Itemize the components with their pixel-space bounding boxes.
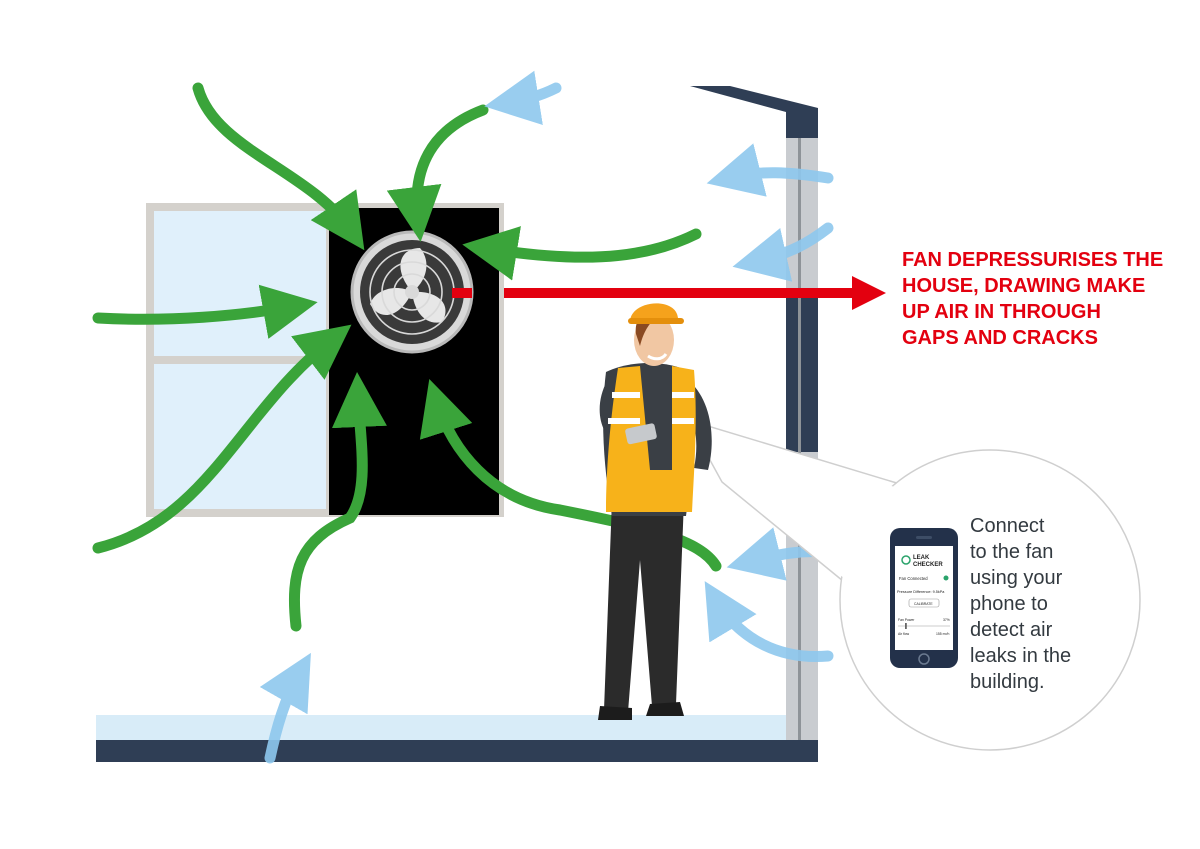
roof xyxy=(690,86,818,138)
phone-logo-line1: LEAK xyxy=(913,555,930,561)
fan-power-label: Fan Power xyxy=(898,618,915,622)
wall-pillar-light xyxy=(786,138,818,293)
headline-line: GAPS AND CRACKS xyxy=(902,327,1098,349)
floor-slab xyxy=(96,740,818,762)
window-pane-top xyxy=(154,211,326,356)
green-arrow xyxy=(462,226,702,281)
bubble-line: to the fan xyxy=(970,541,1054,563)
green-arrow xyxy=(386,104,489,242)
bubble-line: leaks in the xyxy=(970,645,1072,667)
fan-blades-icon xyxy=(370,248,446,323)
worker-legs xyxy=(604,500,684,712)
blue-airflow-arrows xyxy=(259,70,834,764)
phone-pressure: Pressure Difference: 9.5kPa xyxy=(897,590,945,594)
bubble-line: detect air xyxy=(970,619,1053,641)
bubble-line: building. xyxy=(970,671,1045,693)
green-arrow xyxy=(419,379,722,572)
green-arrow xyxy=(288,372,387,632)
blue-arrow xyxy=(706,143,834,197)
phone-logo-line2: CHECKER xyxy=(913,562,943,568)
headline-line: UP AIR IN THROUGH xyxy=(902,301,1101,323)
green-arrow xyxy=(192,82,365,251)
fan-power-value: 37% xyxy=(943,618,950,622)
tablet xyxy=(625,423,657,445)
bubble-caption: Connect to the fan using your phone to d… xyxy=(970,513,1100,695)
green-airflow-arrows xyxy=(92,82,722,632)
bubble-line: Connect xyxy=(970,515,1045,537)
blue-arrow xyxy=(259,652,311,764)
blue-arrow xyxy=(704,581,834,662)
hard-hat-icon xyxy=(630,303,680,322)
green-arrow xyxy=(92,284,318,339)
bubble-line: using your xyxy=(970,567,1063,589)
exhaust-arrow xyxy=(452,276,886,310)
calibrate-button[interactable] xyxy=(908,598,940,608)
headline: FAN DEPRESSURISES THE HOUSE, DRAWING MAK… xyxy=(902,247,1182,351)
phone: LEAK CHECKER Fan Connected Pressure Diff… xyxy=(890,528,958,668)
headline-line: HOUSE, DRAWING MAKE xyxy=(902,275,1146,297)
building xyxy=(96,86,818,762)
status-dot-icon xyxy=(943,575,949,581)
safety-vest xyxy=(606,366,696,512)
blue-arrow xyxy=(732,222,834,282)
green-arrow xyxy=(92,324,352,554)
speech-bubble xyxy=(686,418,1141,751)
headline-line: FAN DEPRESSURISES THE xyxy=(902,249,1164,271)
air-flow-value: 155 m³/h xyxy=(936,632,949,636)
leak-checker-logo-icon xyxy=(901,555,911,565)
worker-boots xyxy=(598,702,684,720)
air-flow-label: Air flow xyxy=(898,632,910,636)
blue-arrow xyxy=(484,70,562,126)
floor-strip xyxy=(96,715,818,740)
phone-fan-status: Fan Connected xyxy=(899,576,928,581)
worker xyxy=(598,303,712,720)
calibrate-label: CALIBRATE xyxy=(914,602,933,606)
bubble-line: phone to xyxy=(970,593,1048,615)
